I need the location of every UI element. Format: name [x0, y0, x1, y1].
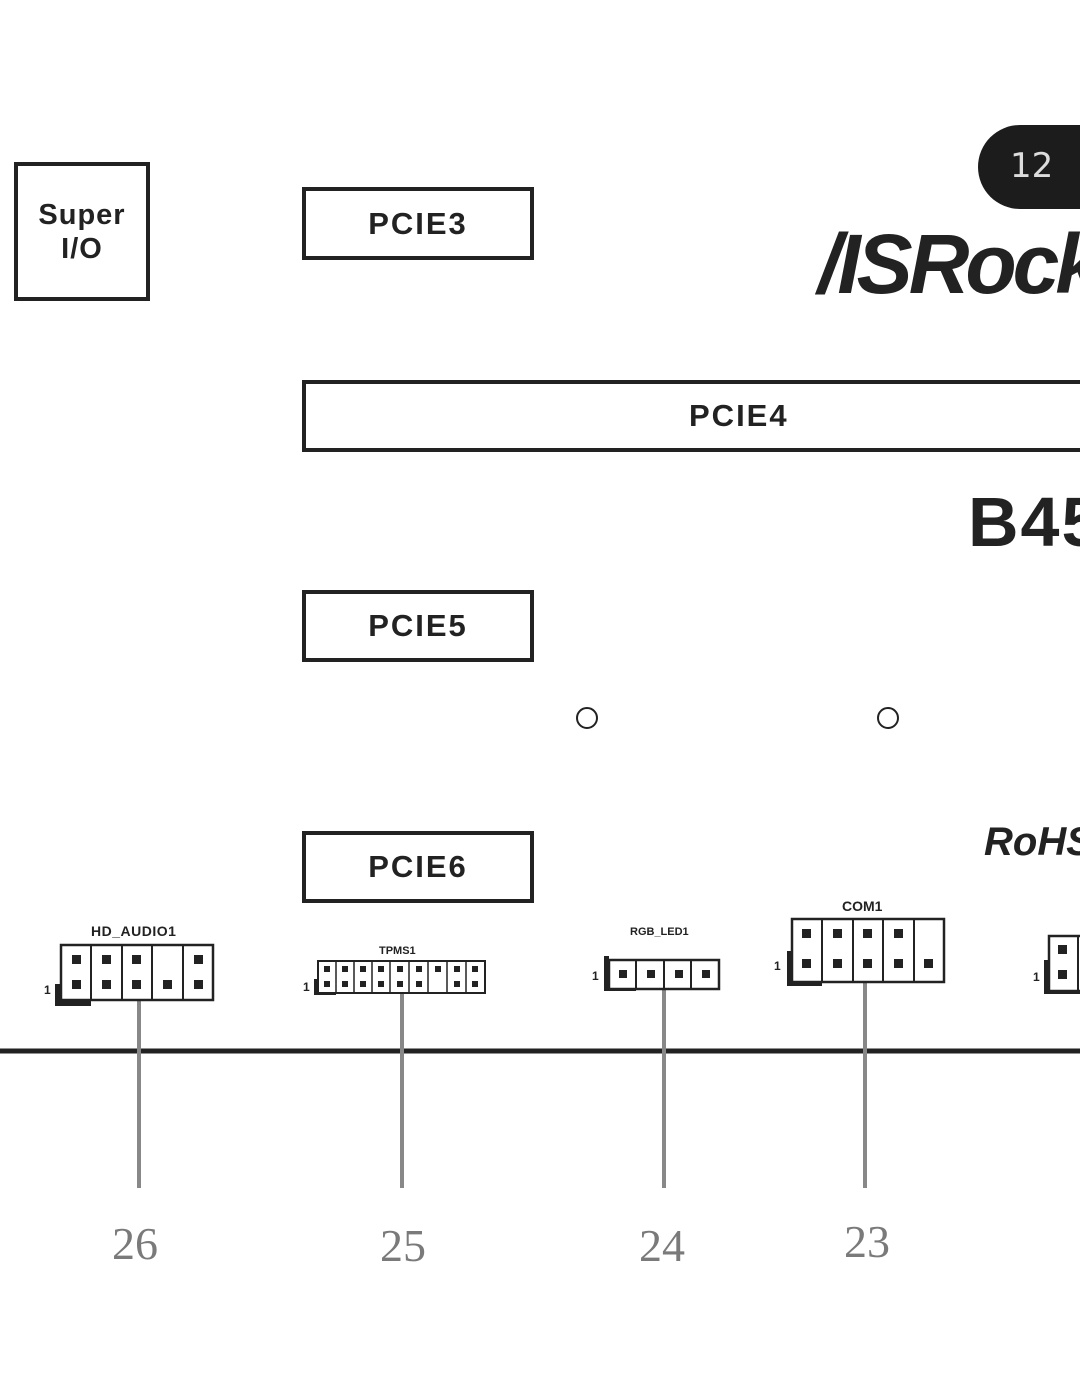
partial-header — [1044, 934, 1080, 994]
callout-25: 25 — [380, 1220, 426, 1271]
pin1-marker: 1 — [1033, 970, 1040, 984]
asrock-logo-text: /ISRock — [814, 217, 1080, 311]
tpms-label: TPMS1 — [379, 945, 416, 957]
com-header — [787, 917, 946, 986]
rohs-label: RoHS — [984, 820, 1080, 864]
callout-23: 23 — [844, 1216, 890, 1267]
tpms-header — [314, 960, 486, 995]
pcie6-slot: PCIE6 — [302, 831, 534, 903]
pin1-marker: 1 — [774, 959, 781, 973]
hd-audio-header — [55, 943, 215, 1006]
pin1-marker: 1 — [303, 980, 310, 994]
rgb-led-header — [604, 956, 721, 991]
pin1-marker: 1 — [44, 983, 51, 997]
pcie6-label: PCIE6 — [368, 849, 468, 884]
com-label: COM1 — [842, 898, 883, 914]
page-number: 12 — [1010, 146, 1054, 186]
pcie4-label: PCIE4 — [689, 398, 789, 433]
pcie5-slot: PCIE5 — [302, 590, 534, 662]
rgb-led-label: RGB_LED1 — [630, 926, 689, 938]
mounting-hole — [877, 707, 899, 729]
callout-26: 26 — [112, 1218, 158, 1269]
super-io-chip: Super I/O — [14, 162, 150, 301]
pin1-marker: 1 — [592, 969, 599, 983]
pcie3-label: PCIE3 — [368, 205, 468, 241]
super-io-label-line2: I/O — [61, 232, 103, 265]
pcie3-slot: PCIE3 — [302, 187, 534, 260]
page-number-tab — [978, 125, 1080, 209]
board-model: B45 — [968, 483, 1080, 561]
mounting-hole — [576, 707, 598, 729]
hd-audio-label: HD_AUDIO1 — [91, 923, 177, 939]
callout-24: 24 — [639, 1220, 685, 1271]
pcie4-slot: PCIE4 — [302, 380, 1080, 452]
pcie5-label: PCIE5 — [368, 608, 468, 643]
super-io-label-line1: Super — [38, 198, 126, 231]
